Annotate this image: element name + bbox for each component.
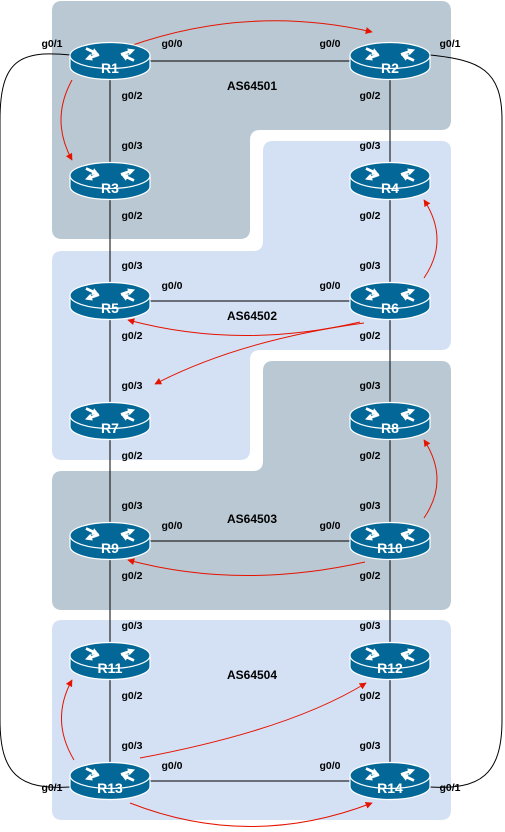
router-label: R12: [377, 660, 403, 676]
router-r13[interactable]: R13: [69, 761, 151, 801]
router-icon: [365, 647, 415, 662]
interface-label: g0/2: [359, 570, 380, 582]
router-label: R14: [377, 780, 403, 796]
router-label: R6: [381, 300, 399, 316]
router-r2[interactable]: R2: [349, 41, 431, 81]
interface-label: g0/0: [319, 280, 340, 292]
interface-label: g0/1: [439, 782, 460, 794]
router-label: R4: [381, 180, 399, 196]
link-r1-r13: [0, 53, 71, 788]
interface-label: g0/3: [359, 740, 380, 752]
as-label-as64503: AS64503: [227, 512, 277, 526]
router-icon: [365, 407, 415, 422]
interface-label: g0/0: [161, 760, 182, 772]
router-r8[interactable]: R8: [349, 401, 431, 441]
interface-label: g0/3: [359, 140, 380, 152]
interface-label: g0/2: [121, 210, 142, 222]
router-icon: [365, 287, 415, 302]
interface-label: g0/1: [41, 782, 62, 794]
router-icon: [85, 767, 135, 782]
link-r2-r14: [429, 54, 503, 788]
interface-label: g0/3: [121, 380, 142, 392]
interface-label: g0/0: [161, 520, 182, 532]
router-label: R11: [98, 660, 123, 676]
interface-label: g0/3: [121, 140, 142, 152]
router-label: R5: [101, 300, 119, 316]
interface-label: g0/2: [121, 690, 142, 702]
router-icon: [85, 407, 135, 422]
router-icon: [85, 287, 135, 302]
router-r9[interactable]: R9: [69, 521, 151, 561]
router-r5[interactable]: R5: [69, 281, 151, 321]
interface-label: g0/2: [121, 90, 142, 102]
interface-label: g0/3: [359, 380, 380, 392]
interface-label: g0/0: [319, 38, 340, 50]
router-icon: [85, 47, 135, 62]
interface-label: g0/2: [121, 330, 142, 342]
router-r3[interactable]: R3: [69, 161, 151, 201]
interface-label: g0/3: [359, 620, 380, 632]
interface-label: g0/3: [121, 620, 142, 632]
interface-label: g0/3: [359, 260, 380, 272]
interface-label: g0/2: [359, 690, 380, 702]
interface-label: g0/3: [121, 260, 142, 272]
interface-label: g0/0: [319, 520, 340, 532]
router-icon: [365, 47, 415, 62]
interface-label: g0/1: [439, 38, 460, 50]
interface-label: g0/0: [161, 38, 182, 50]
router-icon: [85, 527, 135, 542]
router-r6[interactable]: R6: [349, 281, 431, 321]
session-arrow-r13-r11: [61, 679, 75, 761]
session-arrow-r1-r2: [129, 20, 373, 47]
router-r12[interactable]: R12: [349, 641, 431, 681]
session-arrow-r6-r7: [154, 322, 365, 385]
interface-label: g0/1: [41, 38, 62, 50]
interface-label: g0/2: [359, 450, 380, 462]
router-r10[interactable]: R10: [349, 521, 431, 561]
router-icon: [365, 767, 415, 782]
interface-label: g0/3: [121, 500, 142, 512]
interface-label: g0/2: [359, 90, 380, 102]
router-icon: [365, 527, 415, 542]
interface-label: g0/2: [121, 570, 142, 582]
router-label: R2: [381, 60, 399, 76]
session-arrow-r10-r8: [423, 439, 438, 519]
interface-label: g0/3: [121, 740, 142, 752]
router-label: R9: [101, 540, 119, 556]
session-arrow-r10-r9: [127, 558, 366, 576]
interface-label: g0/3: [359, 500, 380, 512]
router-r4[interactable]: R4: [349, 161, 431, 201]
router-icon: [365, 167, 415, 182]
router-label: R1: [101, 60, 119, 76]
session-arrow-r1-r3: [60, 79, 73, 161]
router-label: R8: [381, 420, 399, 436]
as-label-as64504: AS64504: [227, 668, 277, 682]
router-r7[interactable]: R7: [69, 401, 151, 441]
interface-label: g0/2: [121, 450, 142, 462]
session-arrow-r6-r4: [423, 199, 438, 279]
as-label-as64501: AS64501: [227, 79, 277, 93]
router-label: R13: [97, 780, 123, 796]
router-r1[interactable]: R1: [69, 41, 151, 81]
interface-label: g0/2: [359, 330, 380, 342]
router-label: R7: [101, 420, 119, 436]
session-arrow-r13-r12: [139, 682, 367, 759]
router-label: R10: [377, 540, 403, 556]
router-icon: [85, 167, 135, 182]
router-label: R3: [101, 180, 119, 196]
interface-label: g0/2: [359, 210, 380, 222]
router-icon: [85, 647, 135, 662]
interface-label: g0/0: [319, 760, 340, 772]
router-r14[interactable]: R14: [349, 761, 431, 801]
interface-label: g0/0: [161, 280, 182, 292]
router-r11[interactable]: R11: [69, 641, 151, 681]
as-label-as64502: AS64502: [227, 309, 277, 323]
